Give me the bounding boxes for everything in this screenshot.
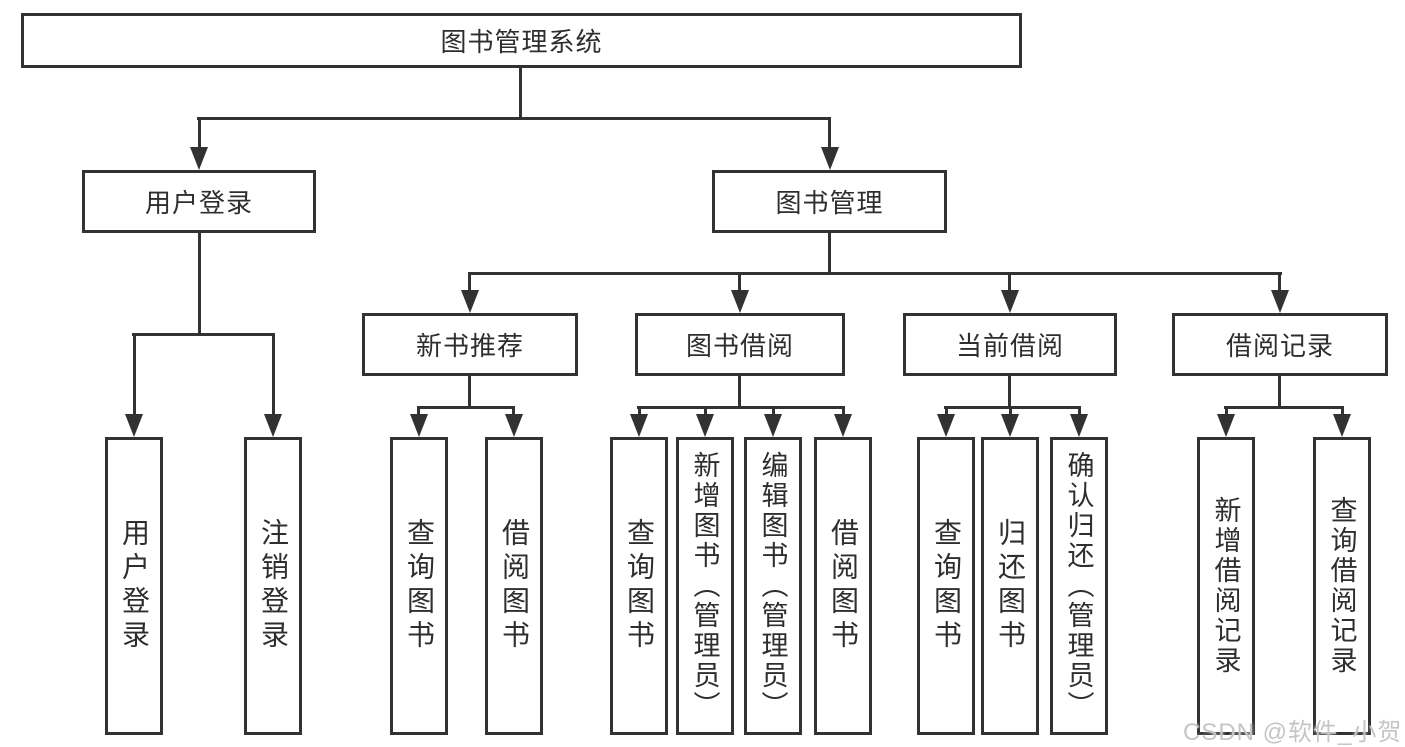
node-label: 查询图书 (931, 518, 962, 654)
connector-line (1078, 406, 1081, 416)
leaf-borrow-query: 查询图书 (610, 437, 668, 735)
connector-line (198, 233, 201, 336)
connector-line (1224, 406, 1343, 409)
node-label: 图书管理系统 (440, 27, 603, 57)
node-user-login: 用户登录 (82, 170, 316, 233)
connector-line (512, 406, 515, 416)
node-book-borrow: 图书借阅 (635, 313, 845, 376)
connector-line (272, 333, 275, 414)
arrow-down-icon (937, 414, 955, 437)
leaf-borrow-edit-admin: 编辑图书（管理员） (744, 437, 802, 735)
node-label: 图书管理 (775, 188, 884, 218)
arrow-down-icon (125, 414, 143, 437)
node-borrow-records: 借阅记录 (1172, 313, 1388, 376)
node-label: 借阅记录 (1225, 331, 1334, 361)
arrow-down-icon (821, 147, 839, 170)
node-label: 确认归还（管理员） (1063, 451, 1094, 721)
arrow-down-icon (1217, 414, 1235, 437)
leaf-current-return: 归还图书 (981, 437, 1039, 735)
connector-line (944, 406, 1080, 409)
node-label: 新增图书（管理员） (689, 451, 720, 721)
connector-line (842, 406, 845, 416)
connector-line (738, 272, 741, 292)
node-new-book-recommend: 新书推荐 (362, 313, 578, 376)
arrow-down-icon (1070, 414, 1088, 437)
connector-line (468, 272, 471, 292)
connector-line (197, 117, 831, 120)
node-label: 注销登录 (258, 518, 289, 654)
node-label: 编辑图书（管理员） (757, 451, 788, 721)
node-label: 新书推荐 (415, 331, 524, 361)
node-label: 当前借阅 (955, 331, 1064, 361)
arrow-down-icon (696, 414, 714, 437)
connector-line (519, 68, 522, 118)
arrow-down-icon (630, 414, 648, 437)
leaf-current-query: 查询图书 (917, 437, 975, 735)
connector-line (468, 376, 471, 408)
leaf-newbook-borrow: 借阅图书 (485, 437, 543, 735)
connector-line (198, 117, 201, 149)
connector-line (772, 406, 775, 416)
node-label: 借阅图书 (828, 518, 859, 654)
connector-line (945, 406, 948, 416)
arrow-down-icon (1271, 290, 1289, 313)
connector-line (1008, 376, 1011, 408)
arrow-down-icon (264, 414, 282, 437)
arrow-down-icon (764, 414, 782, 437)
leaf-borrow-add-admin: 新增图书（管理员） (676, 437, 734, 735)
arrow-down-icon (505, 414, 523, 437)
connector-line (828, 233, 831, 274)
node-label: 归还图书 (995, 518, 1026, 654)
leaf-records-query: 查询借阅记录 (1313, 437, 1371, 735)
leaf-newbook-query: 查询图书 (390, 437, 448, 735)
node-label: 新增借阅记录 (1210, 496, 1241, 676)
connector-line (704, 406, 707, 416)
leaf-logout: 注销登录 (244, 437, 302, 735)
connector-line (1008, 272, 1011, 292)
connector-line (468, 272, 1282, 275)
arrow-down-icon (834, 414, 852, 437)
node-label: 用户登录 (119, 518, 150, 654)
node-current-borrow: 当前借阅 (903, 313, 1117, 376)
node-label: 用户登录 (144, 188, 253, 218)
arrow-down-icon (731, 290, 749, 313)
connector-line (1341, 406, 1344, 416)
connector-line (1278, 376, 1281, 408)
node-label: 图书借阅 (685, 331, 794, 361)
leaf-user-login: 用户登录 (105, 437, 163, 735)
arrow-down-icon (410, 414, 428, 437)
leaf-records-add: 新增借阅记录 (1197, 437, 1255, 735)
connector-line (417, 406, 515, 409)
connector-line (828, 117, 831, 149)
connector-line (637, 406, 844, 409)
arrow-down-icon (1333, 414, 1351, 437)
arrow-down-icon (1001, 290, 1019, 313)
node-label: 查询图书 (404, 518, 435, 654)
connector-line (1225, 406, 1228, 416)
connector-line (638, 406, 641, 416)
node-label: 查询借阅记录 (1326, 496, 1357, 676)
connector-line (132, 333, 275, 336)
node-book-management: 图书管理 (712, 170, 947, 233)
connector-line (1278, 272, 1281, 292)
node-label: 查询图书 (624, 518, 655, 654)
connector-line (738, 376, 741, 408)
arrow-down-icon (190, 147, 208, 170)
arrow-down-icon (1001, 414, 1019, 437)
leaf-borrow-borrow: 借阅图书 (814, 437, 872, 735)
connector-line (417, 406, 420, 416)
node-root: 图书管理系统 (21, 13, 1022, 68)
arrow-down-icon (461, 290, 479, 313)
connector-line (133, 333, 136, 414)
node-label: 借阅图书 (499, 518, 530, 654)
connector-line (1009, 406, 1012, 416)
leaf-current-confirm-admin: 确认归还（管理员） (1050, 437, 1108, 735)
